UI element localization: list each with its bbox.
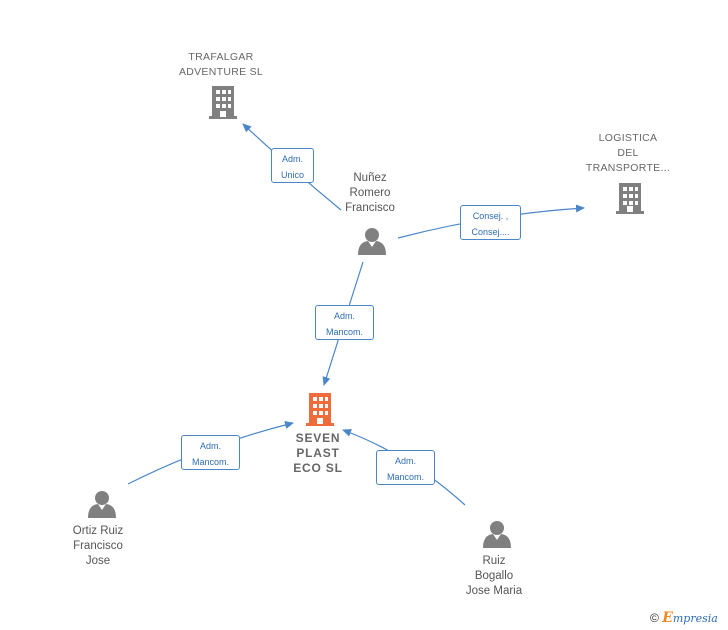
person-label-nunez[interactable]: Nuñez Romero Francisco [345, 172, 395, 214]
company-label-trafalgar[interactable]: TRAFALGAR ADVENTURE SL [178, 51, 264, 78]
copyright-brand: © Empresia [650, 610, 718, 626]
brand-logo-text: mpresia [672, 612, 718, 625]
copyright-symbol: © [650, 611, 659, 625]
person-icon[interactable] [358, 228, 386, 255]
building-icon[interactable] [616, 183, 644, 214]
edge-label-adm-mancom-nunez: Adm. Mancom. [315, 305, 374, 340]
building-icon[interactable] [209, 86, 237, 119]
person-icon[interactable] [88, 491, 116, 518]
company-label-logistica[interactable]: LOGISTICA DEL TRANSPORTE... [585, 132, 671, 174]
brand-logo-initial: E [662, 610, 673, 626]
edge-label-adm-unico: Adm. Unico [271, 148, 314, 183]
focus-building-icon[interactable] [306, 393, 334, 426]
edge-label-consej: Consej. , Consej.... [460, 205, 521, 240]
person-label-ruiz[interactable]: Ruiz Bogallo Jose Maria [465, 555, 523, 597]
person-icon[interactable] [483, 521, 511, 548]
focus-company-label[interactable]: SEVEN PLAST ECO SL [293, 431, 343, 475]
person-label-ortiz[interactable]: Ortiz Ruiz Francisco Jose [72, 525, 124, 567]
edge-label-adm-mancom-ortiz: Adm. Mancom. [181, 435, 240, 470]
edge-label-adm-mancom-ruiz: Adm. Mancom. [376, 450, 435, 485]
